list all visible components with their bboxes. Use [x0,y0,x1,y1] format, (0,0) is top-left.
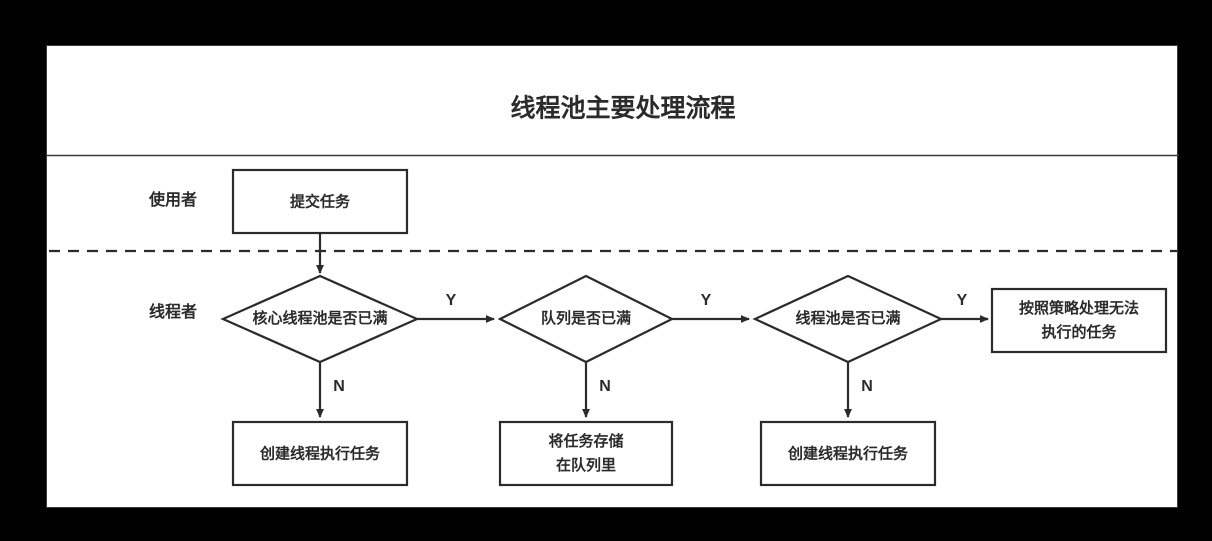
node-create-thread-2[interactable]: 创建线程执行任务 [759,420,937,487]
node-store-in-queue-label-line1: 将任务存储 [548,432,623,450]
node-reject-policy-label-line1: 按照策略处理无法 [1019,299,1139,317]
node-reject-policy[interactable]: 按照策略处理无法 执行的任务 [990,287,1168,354]
flowchart-frame: 线程池主要处理流程 使用者 线程者 提交任务 核心线程池是否已满 Y [46,45,1179,508]
lane-label-thread: 线程者 [149,302,197,321]
edge-label-yes-2: Y [701,292,712,309]
node-queue-full[interactable]: 队列是否已满 [497,274,675,364]
node-reject-policy-box [990,287,1168,354]
node-core-pool-full-label: 核心线程池是否已满 [252,309,387,327]
edge-label-no-2: N [599,378,611,395]
flowchart-svg: 线程池主要处理流程 使用者 线程者 提交任务 核心线程池是否已满 Y [47,94,1179,487]
lane-label-user: 使用者 [148,190,197,209]
edge-label-no-1: N [333,378,345,395]
node-create-thread-2-box [759,420,937,487]
edge-label-no-3: N [861,378,873,395]
diagram-title: 线程池主要处理流程 [510,94,735,123]
edge-label-yes-1: Y [446,292,457,309]
node-create-thread-1-label: 创建线程执行任务 [259,444,381,462]
node-submit-task-label: 提交任务 [290,192,351,210]
node-create-thread-1-box [231,420,409,487]
node-store-in-queue-box [498,420,674,487]
node-store-in-queue[interactable]: 将任务存储 在队列里 [498,420,674,487]
node-queue-full-label: 队列是否已满 [541,309,631,327]
node-reject-policy-label-line2: 执行的任务 [1041,323,1117,341]
node-core-pool-full[interactable]: 核心线程池是否已满 [220,274,420,364]
node-pool-full-label: 线程池是否已满 [795,309,900,327]
node-create-thread-2-label: 创建线程执行任务 [787,444,909,462]
node-submit-task[interactable]: 提交任务 [231,168,409,235]
node-store-in-queue-label-line2: 在队列里 [556,456,616,474]
node-pool-full[interactable]: 线程池是否已满 [752,274,944,364]
node-create-thread-1[interactable]: 创建线程执行任务 [231,420,409,487]
edge-label-yes-3: Y [957,292,968,309]
